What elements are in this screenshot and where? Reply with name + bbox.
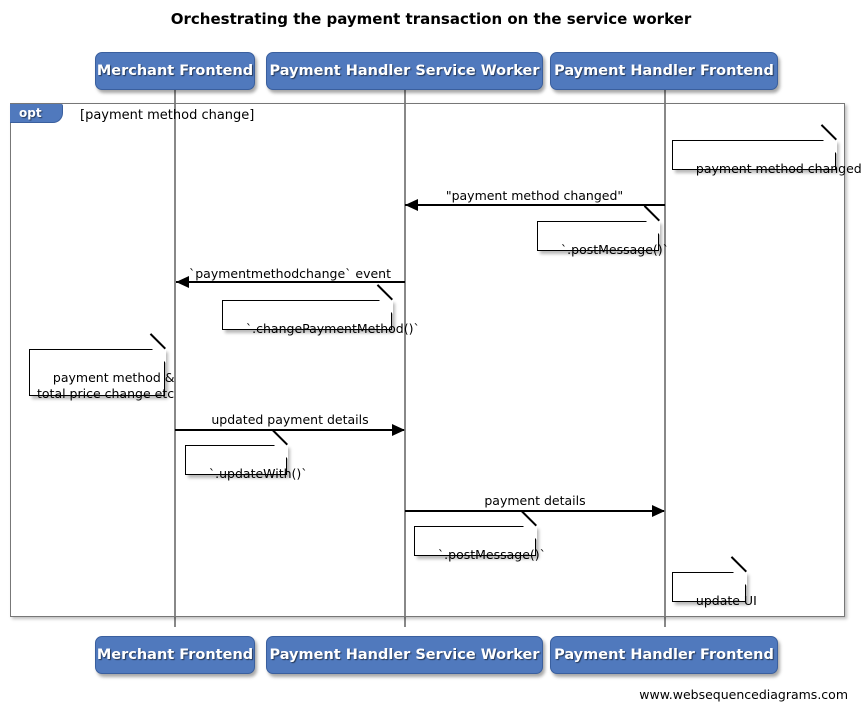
note-post-message-2: `.postMessage()`: [414, 510, 546, 562]
note-text: `.postMessage()`: [437, 547, 546, 562]
participant-payment-handler-service-worker-bottom[interactable]: Payment Handler Service Worker: [266, 636, 543, 674]
fragment-opt-guard: [payment method change]: [80, 108, 255, 123]
message-line-payment-method-changed: [405, 204, 665, 206]
participant-label: Merchant Frontend: [96, 647, 254, 663]
note-fold-icon: [151, 348, 166, 363]
lifeline-payment-handler-service-worker: [404, 90, 406, 627]
message-label-payment-method-changed: "payment method changed": [445, 188, 624, 203]
page-title: Orchestrating the payment transaction on…: [170, 10, 692, 28]
note-text: `.updateWith()`: [208, 466, 308, 481]
participant-label: Merchant Frontend: [96, 63, 254, 79]
message-line-payment-details: [405, 510, 664, 512]
note-payment-method-total-price: payment method & total price change etc: [29, 333, 175, 401]
lifeline-merchant-frontend: [174, 90, 176, 627]
note-text: `.changePaymentMethod()`: [245, 321, 420, 336]
message-label-payment-details: payment details: [484, 493, 586, 508]
footer-credit: www.websequencediagrams.com: [639, 687, 848, 702]
message-line-paymentmethodchange-event: [176, 281, 405, 283]
message-arrowhead-payment-details: [652, 505, 665, 517]
message-arrowhead-paymentmethodchange-event: [176, 276, 189, 288]
message-arrowhead-updated-payment-details: [392, 424, 405, 436]
note-fold-icon: [732, 571, 747, 586]
note-fold-icon: [645, 220, 660, 235]
note-text: payment method changed: [695, 161, 862, 176]
note-text: payment method & total price change etc: [37, 370, 175, 401]
participant-label: Payment Handler Frontend: [554, 63, 774, 79]
participant-merchant-frontend-bottom[interactable]: Merchant Frontend: [95, 636, 255, 674]
note-payment-method-changed: payment method changed: [672, 124, 862, 176]
note-fold-icon: [273, 444, 288, 459]
participant-label: Payment Handler Frontend: [554, 647, 774, 663]
note-post-message-1: `.postMessage()`: [537, 205, 669, 257]
note-update-ui: update UI: [672, 556, 757, 608]
fragment-opt-label: opt: [19, 106, 42, 120]
fragment-opt-tab: opt: [10, 104, 63, 123]
participant-merchant-frontend-top[interactable]: Merchant Frontend: [95, 52, 255, 90]
message-label-paymentmethodchange-event: `paymentmethodchange` event: [188, 266, 392, 281]
note-change-payment-method: `.changePaymentMethod()`: [222, 284, 420, 336]
note-text: update UI: [695, 593, 757, 608]
participant-label: Payment Handler Service Worker: [269, 63, 540, 79]
note-fold-icon: [822, 139, 837, 154]
participant-payment-handler-frontend-bottom[interactable]: Payment Handler Frontend: [550, 636, 778, 674]
message-line-updated-payment-details: [175, 429, 404, 431]
participant-payment-handler-service-worker-top[interactable]: Payment Handler Service Worker: [266, 52, 543, 90]
note-fold-icon: [378, 299, 393, 314]
participant-label: Payment Handler Service Worker: [269, 647, 540, 663]
note-update-with: `.updateWith()`: [185, 429, 308, 481]
participant-payment-handler-frontend-top[interactable]: Payment Handler Frontend: [550, 52, 778, 90]
fragment-opt-frame: [10, 103, 845, 617]
note-fold-icon: [522, 525, 537, 540]
note-text: `.postMessage()`: [560, 242, 669, 257]
message-label-updated-payment-details: updated payment details: [211, 412, 369, 427]
lifeline-payment-handler-frontend: [664, 90, 666, 627]
message-arrowhead-payment-method-changed: [405, 199, 418, 211]
